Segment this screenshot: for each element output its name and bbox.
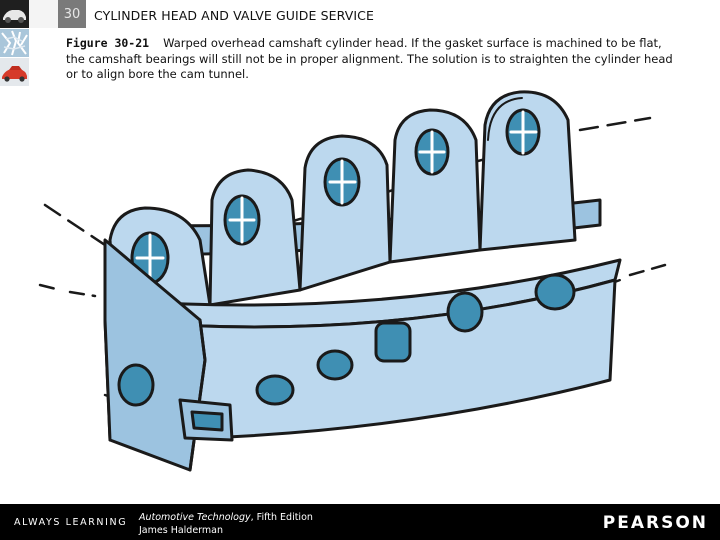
figure-label: Figure 30-21 [66, 36, 150, 50]
cylinder-head-illustration [0, 86, 720, 504]
book-author: James Halderman [139, 525, 224, 536]
ice-crystal-icon [0, 29, 29, 57]
footer-bar: ALWAYS LEARNING Automotive Technology, F… [0, 504, 720, 540]
book-title: Automotive Technology [139, 512, 251, 523]
red-car-icon [0, 58, 29, 86]
chapter-number: 30 [58, 0, 86, 28]
chapter-title: CYLINDER HEAD AND VALVE GUIDE SERVICE [94, 8, 375, 23]
footer-book-info: Automotive Technology, Fifth Edition Jam… [139, 511, 313, 537]
footer-tagline: ALWAYS LEARNING [14, 517, 128, 528]
header-ribbon [29, 0, 58, 28]
figure-caption-text: Warped overhead camshaft cylinder head. … [66, 36, 673, 81]
book-edition: , Fifth Edition [250, 512, 313, 523]
chapter-thumbnails [0, 0, 29, 86]
car-icon [0, 0, 29, 28]
publisher-logo: PEARSON [602, 513, 708, 533]
